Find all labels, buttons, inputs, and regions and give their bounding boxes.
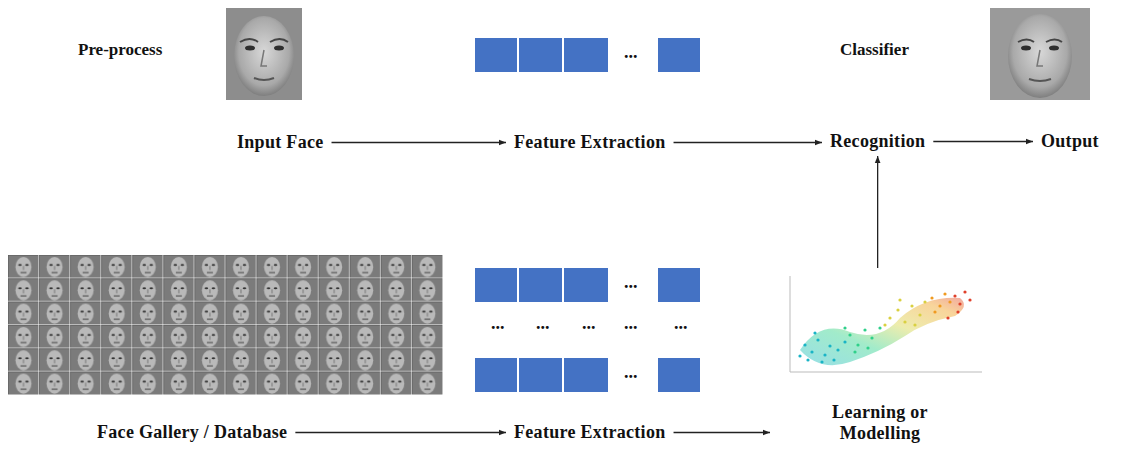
step-node: Feature Extraction xyxy=(506,418,674,447)
stage-label: Pre-process xyxy=(78,40,162,60)
ellipsis-mark: ... xyxy=(582,313,596,334)
step-node: Feature Extraction xyxy=(506,128,674,157)
feature-vector-top xyxy=(475,38,700,72)
step-label: Recognition xyxy=(830,131,925,152)
ellipsis-mark: ... xyxy=(624,42,638,63)
ellipsis-mark: ... xyxy=(624,313,638,334)
scatter-plot xyxy=(790,276,982,372)
flow-arrow xyxy=(295,432,506,433)
step-label: Feature Extraction xyxy=(514,422,666,443)
flow-arrow xyxy=(674,142,822,143)
ellipsis-mark: ... xyxy=(624,362,638,383)
step-node: Input Face xyxy=(229,128,332,157)
feature-vector-row xyxy=(475,358,700,392)
step-label: Learning or Modelling xyxy=(805,402,955,444)
step-node: Learning or Modelling xyxy=(770,268,990,448)
ellipsis-mark: ... xyxy=(536,313,550,334)
face-gallery-grid xyxy=(8,255,443,395)
feature-vector-row xyxy=(475,268,700,302)
step-node: Output xyxy=(1033,127,1107,156)
step-node: Recognition xyxy=(822,127,933,156)
flow-arrow xyxy=(877,156,878,268)
ellipsis-mark: ... xyxy=(674,313,688,334)
ellipsis-mark: ... xyxy=(624,272,638,293)
step-label: Face Gallery / Database xyxy=(97,422,287,443)
step-node: Face Gallery / Database xyxy=(89,418,295,447)
step-label: Input Face xyxy=(237,132,324,153)
input-face-photo xyxy=(226,8,302,100)
flow-arrow xyxy=(674,432,770,433)
flow-arrow xyxy=(933,141,1033,142)
flow-arrow xyxy=(332,142,506,143)
step-label: Feature Extraction xyxy=(514,132,666,153)
ellipsis-mark: ... xyxy=(491,313,505,334)
output-face-photo xyxy=(990,8,1090,100)
stage-label: Classifier xyxy=(840,40,909,60)
step-label: Output xyxy=(1041,131,1099,152)
